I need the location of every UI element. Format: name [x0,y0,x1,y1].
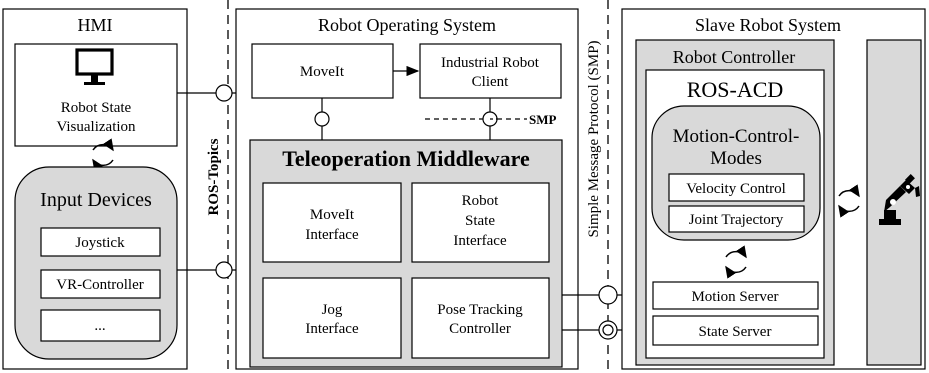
ros-topics-label: ROS-Topics [206,138,222,215]
client-label-line1: Industrial Robot [441,55,540,71]
joint-trajectory-label: Joint Trajectory [689,212,784,228]
moveit-box [251,43,394,99]
pose-tracking-line2: Controller [449,321,511,337]
more-devices-box [40,309,161,342]
monitor-icon [75,48,114,85]
jog-interface-line1: Jog [322,302,343,318]
state-server-label: State Server [699,324,772,340]
state-server-connector [562,320,653,340]
jog-interface-line2: Interface [305,321,359,337]
state-server-box [652,315,819,346]
velocity-control-box [668,173,805,202]
motion-server-label: Motion Server [691,289,778,305]
slave-title: Slave Robot System [695,15,841,35]
jog-interface-box [262,277,402,359]
controller-robot-loop-arrow-icon [838,184,860,218]
smp-short-label: SMP [529,112,557,127]
ros-section: Robot Operating System MoveIt Industrial… [235,8,579,370]
slave-section: Slave Robot System Robot Controller ROS-… [621,8,926,370]
joystick-label: Joystick [75,235,125,251]
hmi-section: HMI Robot State Visualization Input Devi… [2,8,188,370]
hmi-ros-connector-bottom [177,261,250,279]
hmi-title: HMI [78,15,113,35]
moveit-interface-line2: Interface [305,227,359,243]
visualization-label-line1: Robot State [61,100,132,116]
joystick-box [40,227,161,257]
visualization-label-line2: Visualization [56,119,136,135]
moveit-interface-line1: MoveIt [310,207,355,223]
moveit-interface-port [314,111,330,127]
vr-controller-box [40,269,161,299]
input-devices-title: Input Devices [40,189,152,211]
velocity-control-label: Velocity Control [686,181,786,197]
robot-state-interface-line1: Robot [462,193,500,209]
modes-title-line2: Modes [710,148,762,169]
loop-arrow-icon [92,138,114,172]
moveit-interface-box [262,182,402,263]
industrial-robot-arm-icon [879,174,920,225]
smp-vertical-label: Simple Message Protocol (SMP) [586,40,602,237]
ros-title: Robot Operating System [318,15,496,35]
robot-controller-title: Robot Controller [673,47,796,67]
modes-loop-arrow-icon [725,245,747,279]
moveit-label: MoveIt [300,64,345,80]
pose-tracking-controller-box [411,277,550,359]
middleware-title: Teleoperation Middleware [282,146,530,171]
client-label-line2: Client [472,74,509,90]
more-devices-label: ... [94,318,105,334]
ros-acd-title: ROS-ACD [687,77,784,102]
motion-server-box [652,281,819,310]
robot-state-interface-box [411,182,550,263]
pose-tracking-line1: Pose Tracking [437,302,523,318]
joint-trajectory-box [668,205,805,233]
industrial-robot-client-box [419,43,562,99]
robot-state-interface-line3: Interface [453,233,507,249]
vr-controller-label: VR-Controller [56,277,144,293]
robot-state-interface-line2: State [465,213,495,229]
modes-title-line1: Motion-Control- [673,126,800,147]
